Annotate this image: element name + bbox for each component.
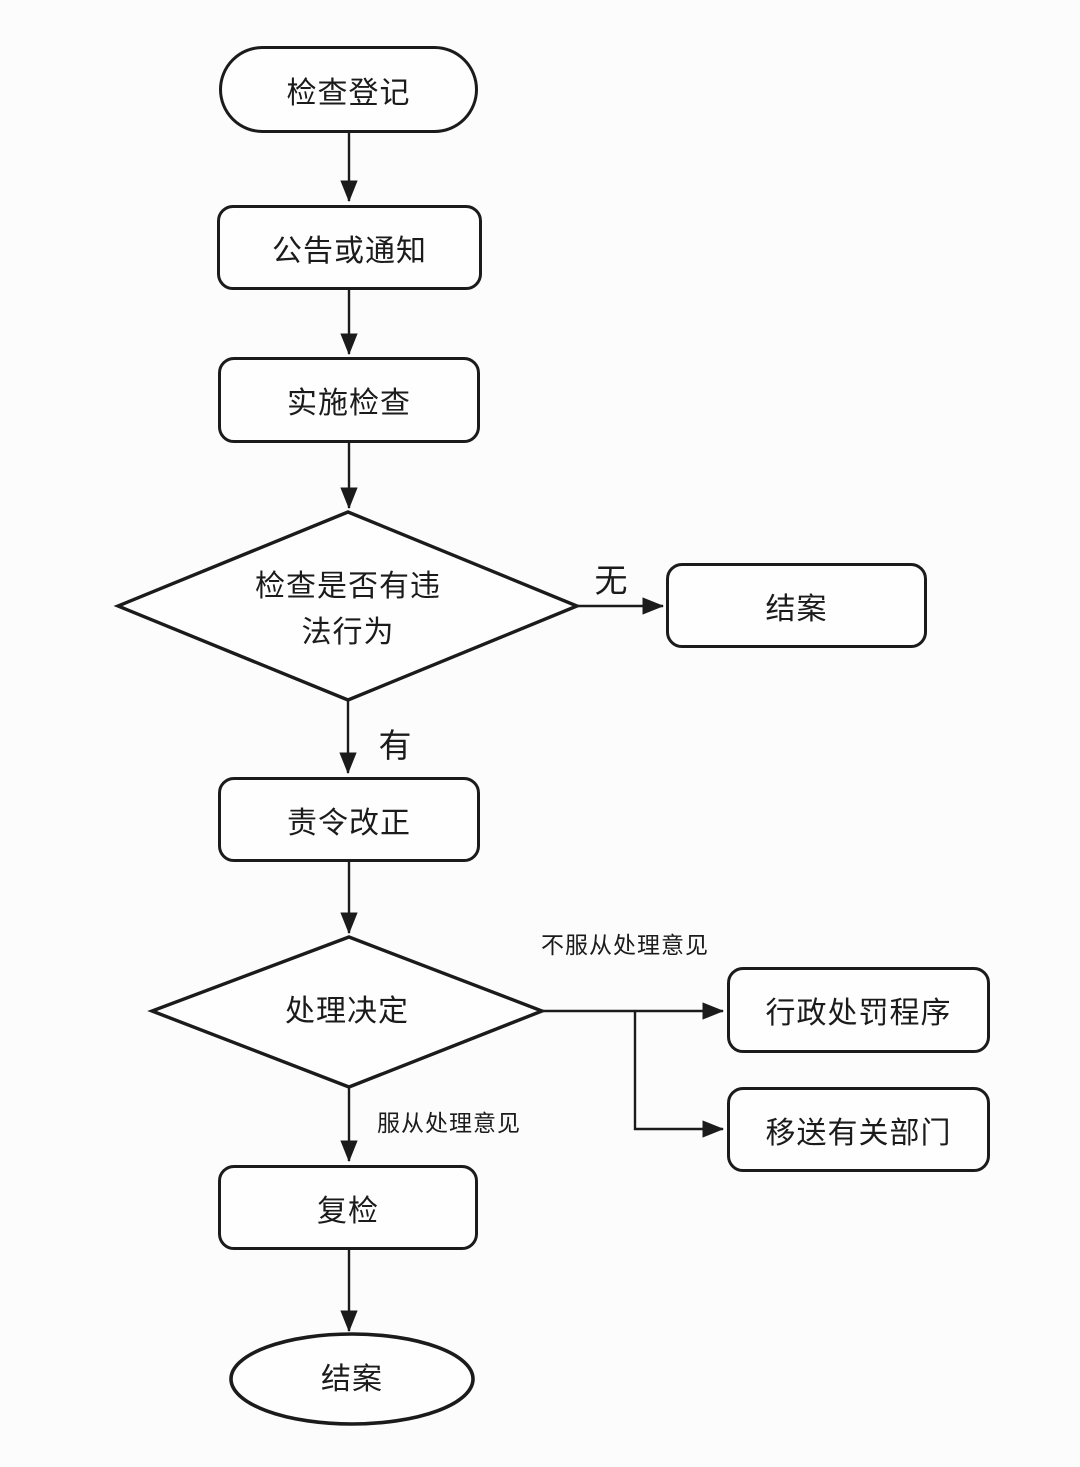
decision-handling-diamond [147, 935, 547, 1089]
decision-illegal-label-line2: 法行为 [301, 616, 395, 649]
node-start: 检查登记 [219, 46, 478, 133]
node-inspect: 实施检查 [218, 357, 480, 443]
node-notice: 公告或通知 [217, 205, 482, 290]
node-order-correction-label: 责令改正 [287, 806, 411, 840]
node-close-case-right-label: 结案 [765, 592, 828, 626]
node-recheck: 复检 [218, 1165, 478, 1250]
end-terminator-ellipse [229, 1332, 475, 1426]
edge-label-disobey: 不服从处理意见 [541, 933, 709, 958]
node-start-label: 检查登记 [286, 76, 411, 110]
node-close-case-right: 结案 [666, 563, 927, 648]
edge-label-no: 无 [594, 564, 628, 600]
node-notice-label: 公告或通知 [272, 234, 427, 268]
node-admin-penalty-label: 行政处罚程序 [765, 997, 952, 1030]
decision-illegal-label: 检查是否有违 法行为 [198, 540, 498, 680]
edge-label-yes: 有 [378, 729, 412, 765]
end-terminator-label: 结案 [321, 1363, 383, 1396]
edge-disobey-to-transfer [633, 1011, 725, 1138]
decision-handling-label: 处理决定 [285, 995, 409, 1028]
node-inspect-label: 实施检查 [287, 387, 411, 420]
node-order-correction: 责令改正 [218, 777, 480, 862]
node-admin-penalty: 行政处罚程序 [727, 967, 990, 1053]
edge-label-obey: 服从处理意见 [377, 1111, 521, 1136]
node-transfer-dept: 移送有关部门 [727, 1087, 990, 1172]
node-recheck-label: 复检 [317, 1194, 379, 1228]
decision-illegal-label-line1: 检查是否有违 [255, 570, 441, 603]
decision-illegal-diamond [113, 510, 582, 702]
node-transfer-dept-label: 移送有关部门 [765, 1116, 952, 1150]
